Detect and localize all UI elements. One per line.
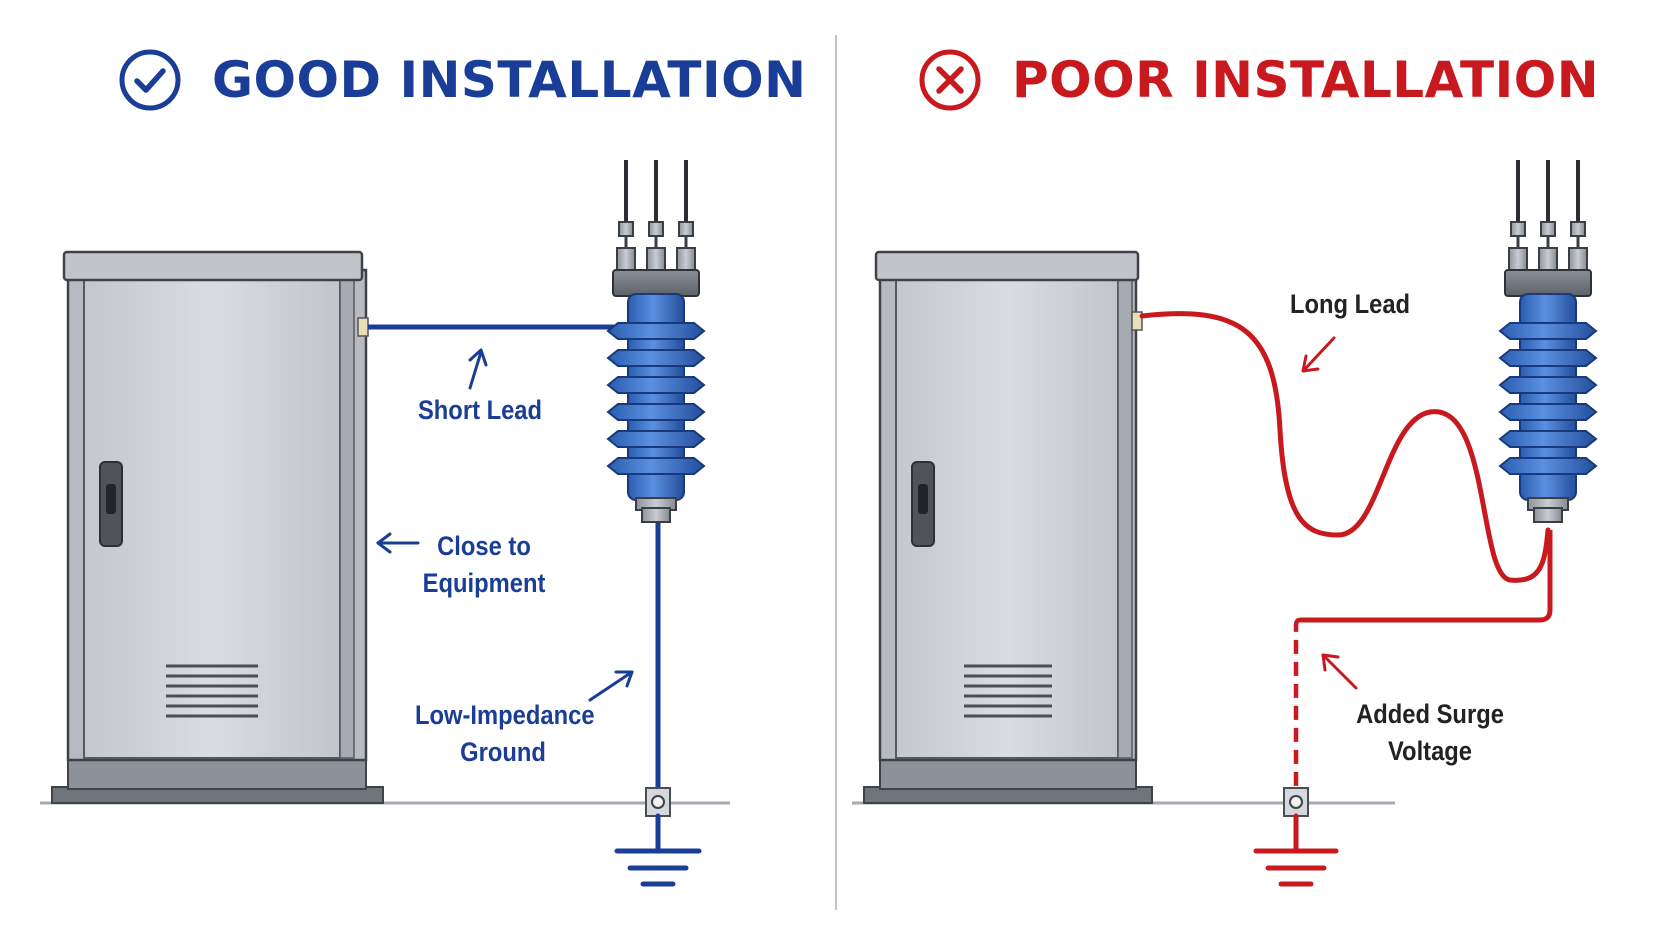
check-circle-icon xyxy=(119,49,181,111)
x-circle-icon xyxy=(919,49,981,111)
added-surge-voltage-label: Added Surge Voltage xyxy=(1351,696,1509,770)
poor-ground-symbol xyxy=(1253,813,1339,887)
low-impedance-ground-label: Low-Impedance Ground xyxy=(415,697,595,771)
short-lead-label: Short Lead xyxy=(410,392,551,429)
close-to-equipment-arrow xyxy=(376,532,420,554)
poor-ground-conductor-dashed xyxy=(1293,617,1301,790)
low-impedance-ground-arrow xyxy=(588,670,634,702)
low-impedance-ground-line2: Ground xyxy=(460,737,546,767)
poor-cabinet-vent xyxy=(964,664,1052,718)
poor-equipment-cabinet xyxy=(863,250,1153,804)
short-lead-arrow xyxy=(468,348,488,390)
good-panel-title: GOOD INSTALLATION xyxy=(118,40,806,120)
long-lead-text: Long Lead xyxy=(1289,289,1411,319)
good-cabinet-vent xyxy=(166,664,258,718)
added-surge-voltage-line1: Added Surge xyxy=(1356,699,1504,729)
good-equipment-cabinet xyxy=(51,250,384,804)
poor-title-text: POOR INSTALLATION xyxy=(1012,51,1600,109)
low-impedance-ground-line1: Low-Impedance xyxy=(415,700,595,730)
good-surge-arrester xyxy=(606,160,706,523)
close-to-equipment-line1: Close to xyxy=(437,531,531,561)
short-lead-text: Short Lead xyxy=(417,395,543,425)
close-to-equipment-line2: Equipment xyxy=(422,568,546,598)
good-ground-symbol xyxy=(614,813,702,887)
poor-long-lead xyxy=(1139,311,1553,623)
long-lead-arrow xyxy=(1301,336,1336,373)
poor-panel-title: POOR INSTALLATION xyxy=(918,40,1599,120)
added-surge-voltage-line2: Voltage xyxy=(1387,736,1473,766)
good-ground-clamp xyxy=(645,787,671,817)
close-to-equipment-label: Close to Equipment xyxy=(414,528,555,602)
good-title-text: GOOD INSTALLATION xyxy=(212,51,807,109)
poor-ground-clamp xyxy=(1283,787,1309,817)
poor-surge-arrester xyxy=(1498,160,1598,523)
long-lead-label: Long Lead xyxy=(1284,286,1416,323)
added-surge-voltage-arrow xyxy=(1321,653,1358,690)
